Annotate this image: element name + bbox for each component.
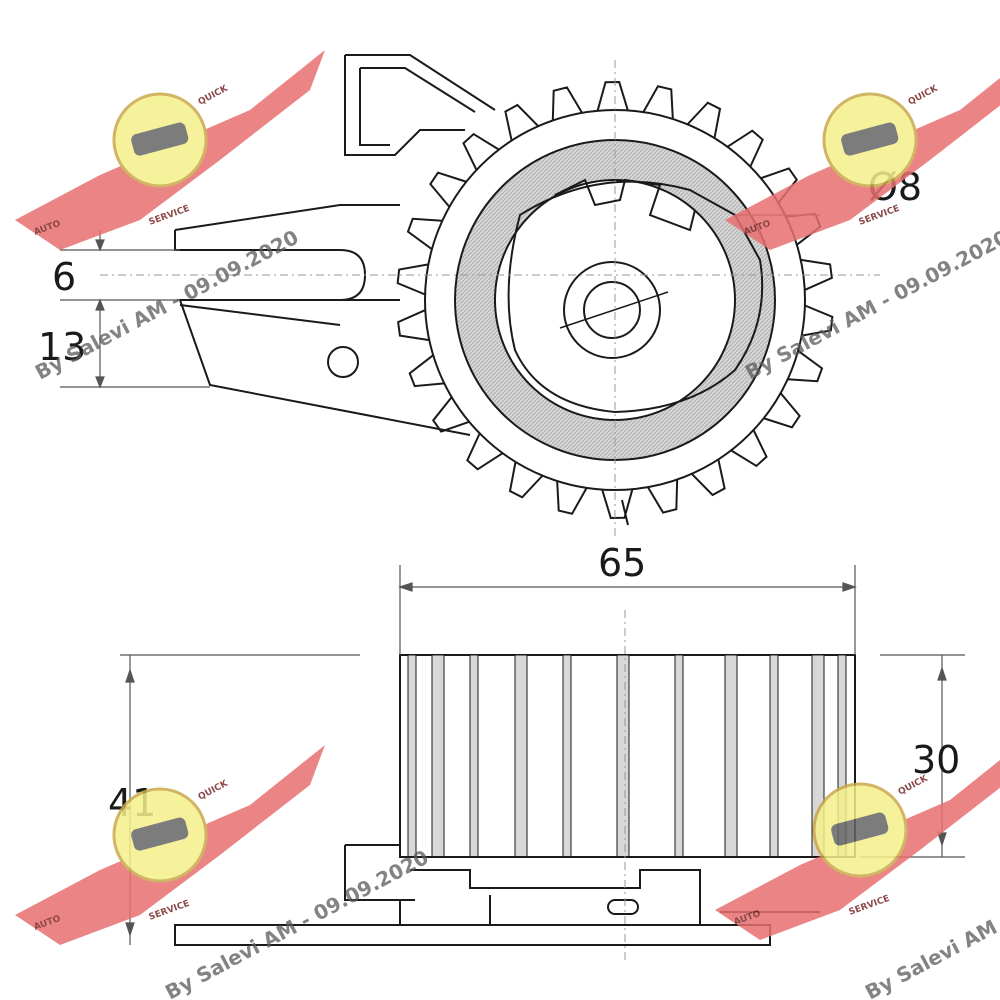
roller-groove bbox=[724, 654, 738, 858]
mounting-hole bbox=[327, 346, 359, 378]
eccentric-hub bbox=[507, 180, 764, 414]
side-slot bbox=[607, 899, 639, 915]
roller-groove bbox=[616, 654, 630, 858]
car-icon bbox=[131, 122, 189, 156]
hub-notch bbox=[554, 178, 696, 232]
logo-word: QUICK bbox=[907, 83, 941, 107]
roller-groove bbox=[469, 654, 479, 858]
roller-groove bbox=[407, 654, 417, 858]
dim-offset-13: 13 bbox=[38, 325, 86, 369]
logo-word: QUICK bbox=[197, 83, 231, 107]
roller-groove bbox=[674, 654, 684, 858]
shaft-inner bbox=[583, 281, 641, 339]
top-view bbox=[174, 54, 834, 526]
dim-offset-6: 6 bbox=[52, 255, 76, 299]
diameter-line bbox=[559, 291, 669, 329]
arm-edge bbox=[179, 299, 400, 326]
roller-groove bbox=[431, 654, 445, 858]
car-icon bbox=[131, 817, 189, 851]
dim-width-65: 65 bbox=[598, 541, 646, 585]
car-icon bbox=[831, 812, 889, 846]
side-mount bbox=[399, 869, 701, 925]
dim-roller-height-30: 30 bbox=[912, 738, 960, 782]
car-icon bbox=[841, 122, 899, 156]
side-base bbox=[174, 844, 855, 946]
bolt-tip bbox=[621, 499, 629, 526]
bracket-outline bbox=[344, 54, 496, 156]
sprocket-teeth bbox=[396, 81, 834, 519]
roller-groove bbox=[514, 654, 528, 858]
bracket-inner bbox=[359, 67, 476, 146]
roller-grooves bbox=[407, 654, 847, 858]
roller-groove bbox=[769, 654, 779, 858]
watermark-text: By Salevi AM - 09.09.2020 bbox=[741, 225, 1000, 384]
logo-word: QUICK bbox=[197, 778, 231, 802]
watermark-text: By Salevi AM - 09.09.2020 bbox=[31, 225, 302, 384]
top-centerlines bbox=[100, 60, 880, 540]
roller-groove bbox=[562, 654, 572, 858]
shaft-bore bbox=[563, 261, 661, 359]
